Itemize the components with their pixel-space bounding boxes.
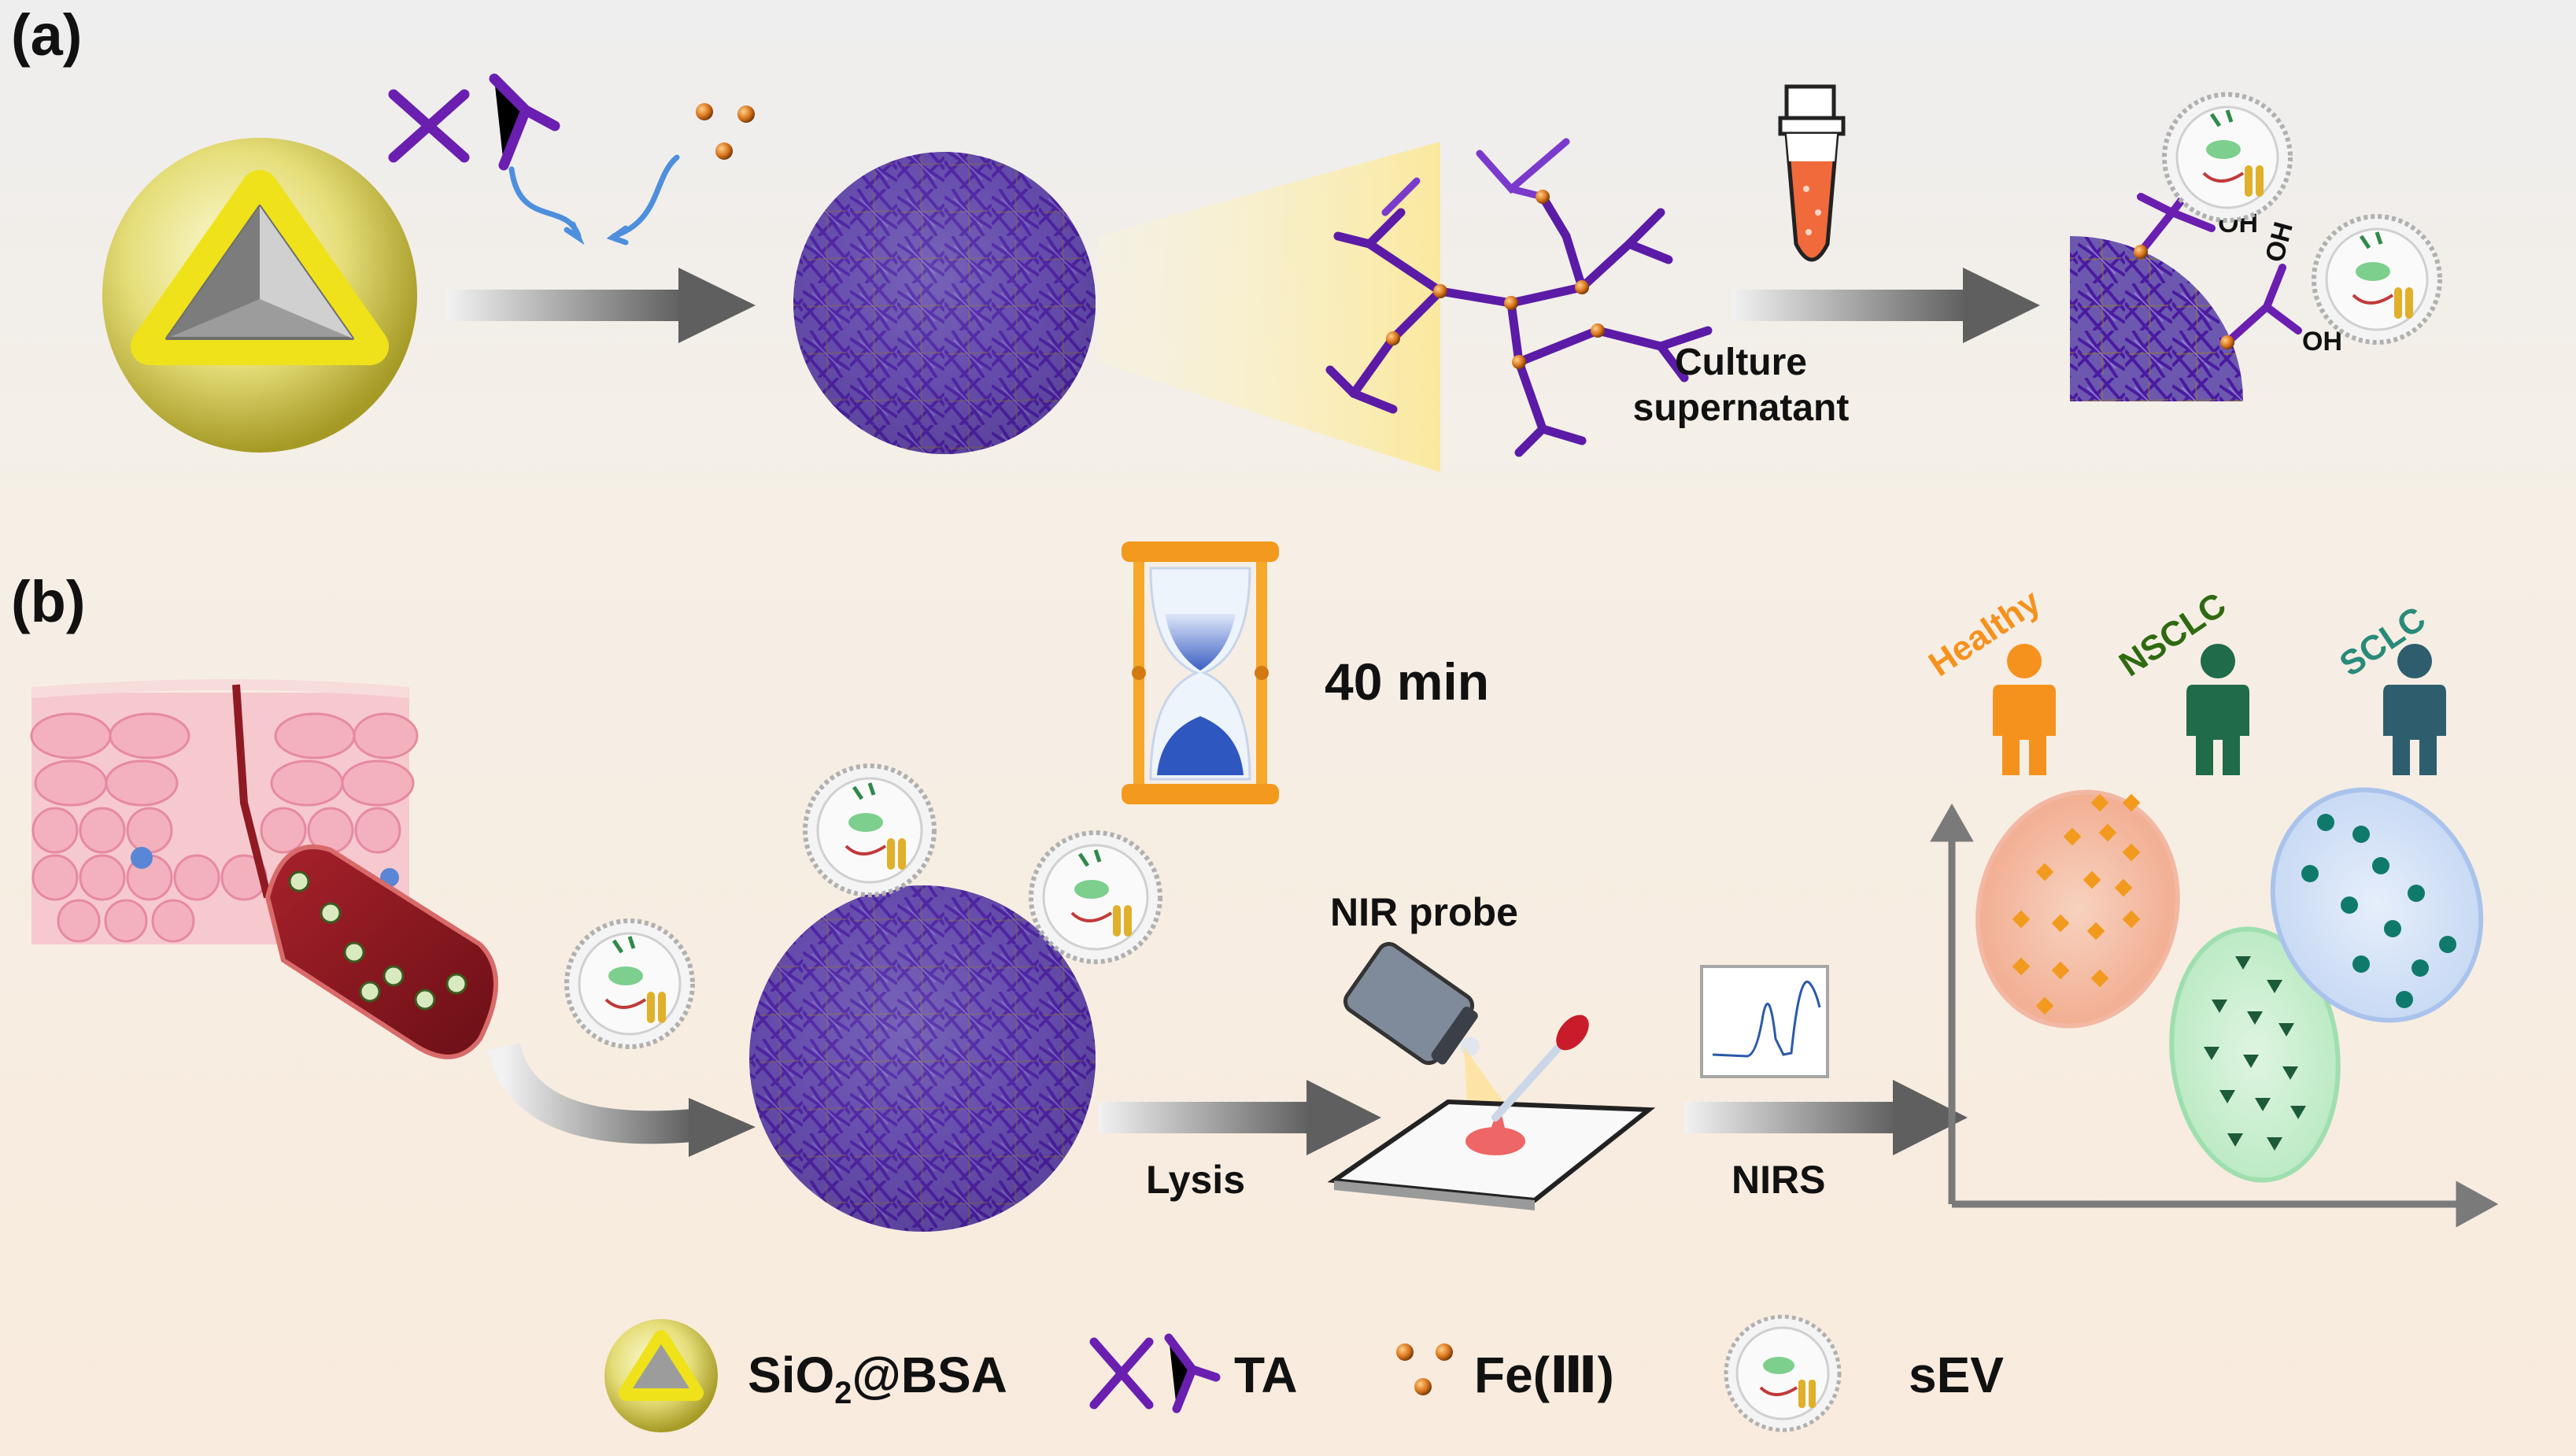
captured-sev-sphere [2070, 177, 2302, 401]
nir-spectrum-thumbnail [1700, 965, 1829, 1078]
blood-vessel-illustration [264, 844, 498, 1059]
sample-slide [1327, 1099, 1656, 1210]
ta-molecule-icon [388, 73, 560, 171]
sev-vesicle-4 [803, 763, 937, 897]
lysis-label: Lysis [1146, 1158, 1246, 1202]
panel-b-label: (b) [11, 569, 86, 634]
incubation-time-label: 40 min [1325, 652, 1490, 711]
legend-sio2-sub: 2 [834, 1375, 852, 1410]
healthy-person-icon [1993, 644, 2056, 775]
ta-fe-coated-sphere-b [749, 885, 1096, 1232]
process-arrow-5 [1684, 1080, 1968, 1155]
sio2-bsa-particle [102, 138, 417, 453]
hourglass-icon [1122, 541, 1279, 804]
fe-ion-icon [696, 103, 755, 160]
sev-vesicle-1 [2162, 92, 2293, 223]
culture-label-line1: Culture [1675, 342, 1807, 383]
panel-a-label: (a) [11, 2, 83, 68]
legend-sio2-main: SiO [748, 1347, 835, 1403]
legend-fe-label: Fe(Ⅲ) [1474, 1347, 1614, 1403]
oh-label-3: OH [2260, 219, 2299, 265]
legend-fe-icon [1396, 1343, 1453, 1395]
sev-vesicle-2 [2312, 214, 2442, 345]
sev-vesicle-3 [564, 918, 695, 1049]
process-arrow-3 [487, 1042, 756, 1157]
nsclc-cluster [2169, 926, 2341, 1183]
healthy-cluster [1975, 789, 2180, 1029]
zoom-cone [1098, 142, 1440, 472]
legend-sio2-icon [604, 1319, 718, 1432]
process-arrow-1 [447, 268, 756, 343]
legend-ta-label: TA [1234, 1347, 1298, 1403]
cluster-plot-axes [1930, 803, 2499, 1228]
nsclc-person-icon [2186, 644, 2249, 775]
culture-tube-icon [1778, 84, 1846, 262]
legend-ta-icon [1089, 1333, 1221, 1414]
nirs-label: NIRS [1732, 1158, 1826, 1202]
ta-fe-network [1325, 138, 1713, 457]
ta-fe-coated-sphere-a [793, 152, 1096, 454]
culture-supernatant-label: Culture supernatant [1631, 340, 1851, 431]
pipette-icon [1491, 1014, 1589, 1122]
sev-vesicle-5 [1029, 830, 1162, 964]
nir-probe-icon [1343, 941, 1503, 1118]
legend-sev-label: sEV [1909, 1347, 2004, 1403]
legend-sio2-label: SiO2@BSA [748, 1346, 1007, 1411]
culture-label-line2: supernatant [1632, 387, 1850, 429]
nir-probe-label: NIR probe [1330, 890, 1518, 934]
legend-sev-icon [1724, 1314, 1842, 1432]
sclc-cluster [2270, 787, 2484, 1023]
oh-label-4: OH [2302, 327, 2342, 357]
process-arrow-2 [1732, 268, 2040, 343]
legend-sio2-tail: @BSA [852, 1347, 1007, 1403]
process-arrow-4 [1098, 1080, 1381, 1155]
mixing-arrows [508, 154, 680, 246]
sclc-person-icon [2383, 644, 2446, 775]
